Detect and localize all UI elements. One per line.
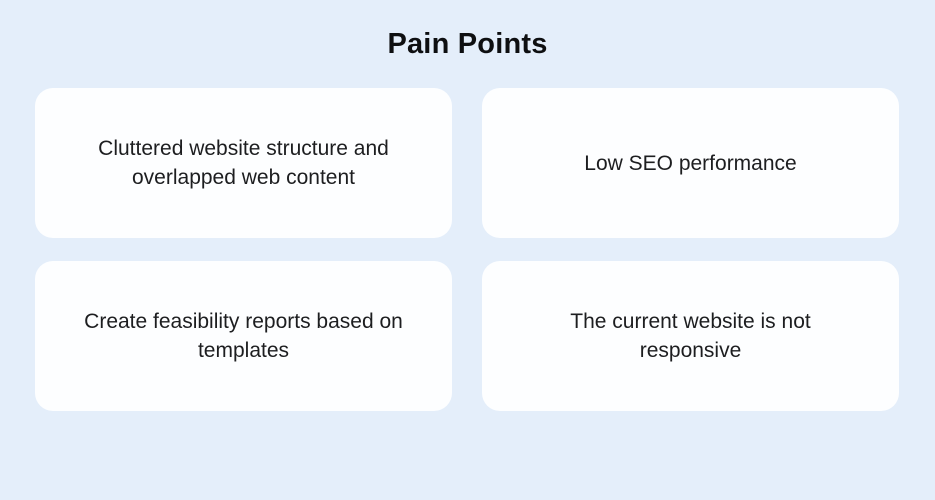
pain-point-card-2-label: Low SEO performance [584, 151, 797, 175]
pain-point-card-1-label: Cluttered website structure and overlapp… [98, 137, 389, 189]
pain-point-card-1: Cluttered website structure and overlapp… [35, 88, 452, 238]
card-grid: Cluttered website structure and overlapp… [35, 88, 899, 411]
pain-point-card-2: Low SEO performance [482, 88, 899, 238]
page-title: Pain Points [387, 28, 548, 60]
pain-point-card-4: The current website is not responsive [482, 261, 899, 411]
pain-point-card-3: Create feasibility reports based on temp… [35, 261, 452, 411]
pain-point-card-4-label: The current website is not responsive [570, 310, 811, 362]
pain-point-card-3-label: Create feasibility reports based on temp… [84, 310, 403, 362]
